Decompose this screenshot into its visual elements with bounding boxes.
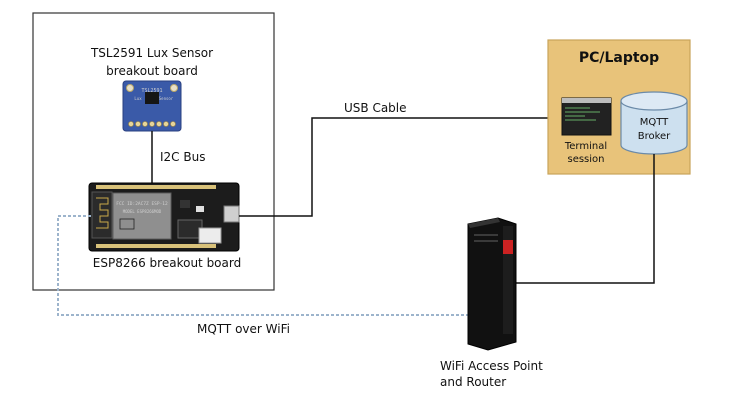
esp-board: FCC ID:2AC7Z ESP-12 MODEL ESP8266MOD xyxy=(88,182,240,252)
sensor-label-line1: TSL2591 Lux Sensor xyxy=(90,46,213,60)
sensor-chip-text-3: Sensor xyxy=(159,96,174,101)
broker-label-line2: Broker xyxy=(638,131,671,142)
router-label-line2: and Router xyxy=(440,375,506,389)
sensor-pin-row xyxy=(128,121,176,127)
terminal-label-line1: Terminal xyxy=(564,141,607,152)
broker-router-line xyxy=(516,154,655,284)
pc-title: PC/Laptop xyxy=(579,50,659,66)
sensor-board: TSL2591 Lux Sensor xyxy=(122,80,182,132)
sensor-chip-text-1: TSL2591 xyxy=(141,88,162,94)
i2c-bus-label: I2C Bus xyxy=(160,150,205,164)
mqtt-wifi-link xyxy=(57,215,468,316)
esp-module-text-2: MODEL ESP8266MOD xyxy=(123,209,162,214)
sensor-chip-text-2: Lux xyxy=(134,96,142,101)
usb-cable-label: USB Cable xyxy=(344,101,407,115)
esp-module-text-1: FCC ID:2AC7Z ESP-12 xyxy=(116,201,168,207)
broker-label-line1: MQTT xyxy=(640,117,669,128)
router-device xyxy=(467,217,517,351)
terminal-label-line2: session xyxy=(567,154,604,165)
router-label-line1: WiFi Access Point xyxy=(440,359,543,373)
terminal-window xyxy=(561,97,612,136)
esp-label: ESP8266 breakout board xyxy=(93,256,241,270)
usb-cable-line xyxy=(239,117,560,217)
mqtt-broker-cylinder xyxy=(620,91,688,155)
mqtt-wifi-label: MQTT over WiFi xyxy=(197,322,290,336)
sensor-label-line2: breakout board xyxy=(106,64,198,78)
device-enclosure-box xyxy=(32,12,275,291)
